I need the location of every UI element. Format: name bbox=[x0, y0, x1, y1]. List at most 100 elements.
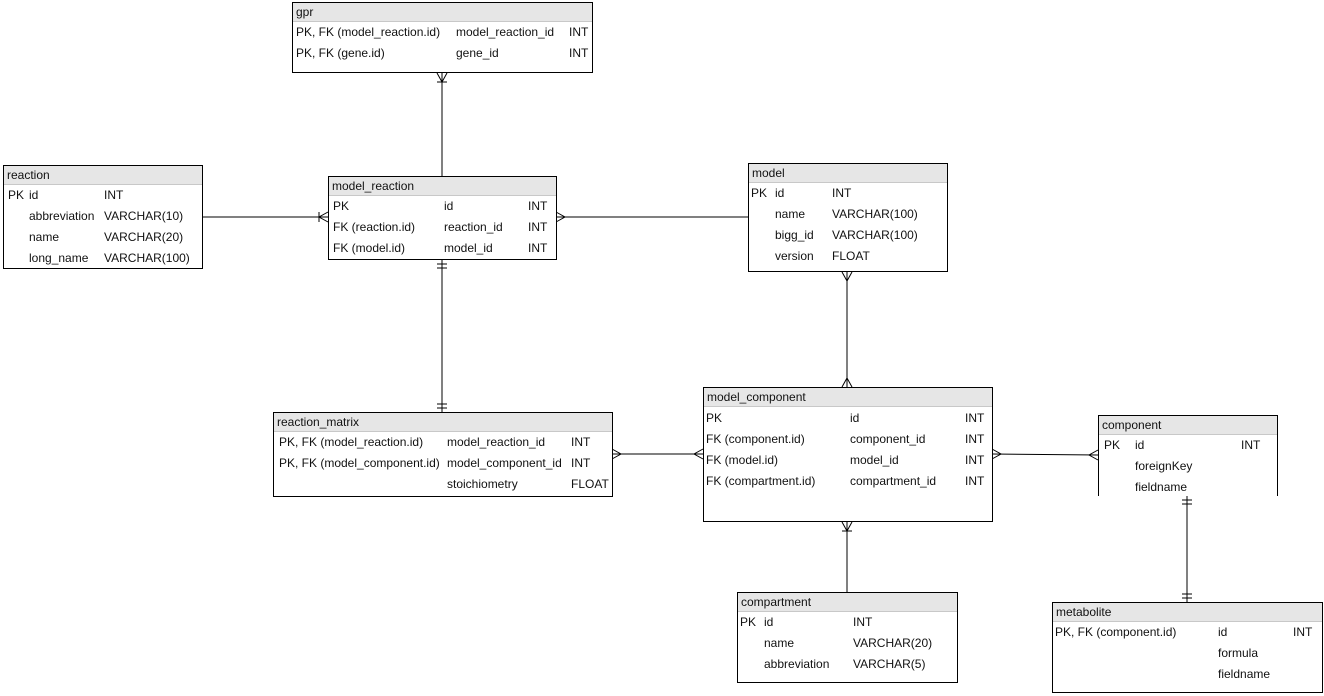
table-reaction[interactable]: reaction PK id INT abbreviation VARCHAR(… bbox=[3, 165, 203, 269]
column-name-cell: id bbox=[775, 186, 785, 200]
key-cell: PK bbox=[706, 411, 723, 425]
type-cell: INT bbox=[528, 241, 548, 255]
table-component[interactable]: component PK id INT foreignKey fieldname bbox=[1098, 415, 1278, 496]
key-cell: FK (compartment.id) bbox=[706, 474, 816, 488]
key-cell: PK bbox=[8, 188, 25, 202]
table-title: gpr bbox=[293, 3, 592, 22]
column-name-cell: model_id bbox=[444, 241, 493, 255]
table-row[interactable]: formula bbox=[1053, 643, 1322, 664]
type-cell: INT bbox=[1293, 625, 1313, 639]
column-name-cell: reaction_id bbox=[444, 220, 503, 234]
key-cell: FK (component.id) bbox=[706, 432, 805, 446]
table-model-component[interactable]: model_component PK id INT FK (component.… bbox=[703, 387, 993, 522]
column-name-cell: name bbox=[764, 636, 795, 650]
table-compartment[interactable]: compartment PK id INT name VARCHAR(20) a… bbox=[737, 592, 958, 683]
key-cell: FK (model.id) bbox=[333, 241, 406, 255]
type-cell: FLOAT bbox=[832, 249, 870, 263]
table-model-reaction[interactable]: model_reaction PK id INT FK (reaction.id… bbox=[328, 176, 557, 260]
table-row[interactable]: PK id INT bbox=[738, 612, 957, 633]
table-title: compartment bbox=[738, 593, 957, 612]
column-name-cell: model_reaction_id bbox=[456, 25, 555, 39]
table-row[interactable]: bigg_id VARCHAR(100) bbox=[749, 225, 947, 246]
column-name-cell: model_component_id bbox=[447, 456, 562, 470]
table-row[interactable]: abbreviation VARCHAR(5) bbox=[738, 654, 957, 675]
table-row[interactable]: name VARCHAR(20) bbox=[4, 227, 202, 248]
column-name-cell: model_id bbox=[850, 453, 899, 467]
type-cell: VARCHAR(20) bbox=[104, 230, 184, 244]
table-row[interactable]: PK, FK (model_component.id) model_compon… bbox=[274, 453, 612, 474]
type-cell: VARCHAR(10) bbox=[104, 209, 184, 223]
column-name-cell: formula bbox=[1218, 646, 1259, 660]
table-metabolite[interactable]: metabolite PK, FK (component.id) id INT … bbox=[1052, 602, 1323, 693]
table-row[interactable]: FK (compartment.id) compartment_id INT bbox=[704, 471, 992, 492]
type-cell: VARCHAR(100) bbox=[104, 251, 190, 265]
table-row[interactable]: PK id INT bbox=[1099, 435, 1277, 456]
type-cell: INT bbox=[569, 46, 589, 60]
relationship-reaction-matrix-model-component[interactable] bbox=[611, 448, 704, 460]
table-gpr[interactable]: gpr PK, FK (model_reaction.id) model_rea… bbox=[292, 2, 593, 73]
column-name-cell: fieldname bbox=[1218, 667, 1271, 681]
type-cell: INT bbox=[1241, 438, 1261, 452]
relationship-model-component-component[interactable] bbox=[991, 448, 1099, 461]
column-name-cell: long_name bbox=[29, 251, 89, 265]
column-name-cell: bigg_id bbox=[775, 228, 814, 242]
column-name-cell: id bbox=[29, 188, 39, 202]
type-cell: INT bbox=[965, 474, 985, 488]
type-cell: VARCHAR(100) bbox=[832, 207, 918, 221]
table-row[interactable]: name VARCHAR(100) bbox=[749, 204, 947, 225]
column-name-cell: component_id bbox=[850, 432, 926, 446]
type-cell: VARCHAR(20) bbox=[853, 636, 933, 650]
type-cell: INT bbox=[569, 25, 589, 39]
table-row[interactable]: PK, FK (model_reaction.id) model_reactio… bbox=[293, 22, 592, 43]
type-cell: INT bbox=[965, 453, 985, 467]
table-row[interactable]: FK (component.id) component_id INT bbox=[704, 429, 992, 450]
relationship-model-reaction-model[interactable] bbox=[555, 211, 748, 223]
table-row[interactable]: fieldname bbox=[1099, 477, 1277, 496]
relationship-model-model-component[interactable] bbox=[841, 271, 853, 388]
table-row[interactable]: PK id INT bbox=[329, 196, 556, 217]
column-name-cell: gene_id bbox=[456, 46, 499, 60]
table-row[interactable]: version FLOAT bbox=[749, 246, 947, 267]
table-row[interactable]: PK, FK (gene.id) gene_id INT bbox=[293, 43, 592, 64]
table-row[interactable]: PK id INT bbox=[4, 185, 202, 206]
relationship-model-component-compartment[interactable] bbox=[841, 521, 853, 592]
type-cell: INT bbox=[571, 456, 591, 470]
table-row[interactable]: PK, FK (model_reaction.id) model_reactio… bbox=[274, 432, 612, 453]
key-cell: PK bbox=[333, 199, 350, 213]
type-cell: INT bbox=[965, 432, 985, 446]
key-cell: PK bbox=[1104, 438, 1121, 452]
column-name-cell: name bbox=[775, 207, 806, 221]
key-cell: PK, FK (component.id) bbox=[1055, 625, 1177, 639]
table-reaction-matrix[interactable]: reaction_matrix PK, FK (model_reaction.i… bbox=[273, 412, 613, 497]
relationship-reaction-model-reaction[interactable] bbox=[203, 211, 329, 223]
table-row[interactable]: stoichiometry FLOAT bbox=[274, 474, 612, 495]
table-row[interactable]: long_name VARCHAR(100) bbox=[4, 248, 202, 268]
column-name-cell: version bbox=[775, 249, 814, 263]
table-row[interactable]: foreignKey bbox=[1099, 456, 1277, 477]
key-cell: PK, FK (model_component.id) bbox=[279, 456, 440, 470]
column-name-cell: model_reaction_id bbox=[447, 435, 546, 449]
table-row[interactable]: fieldname bbox=[1053, 664, 1322, 685]
type-cell: INT bbox=[528, 199, 548, 213]
table-row[interactable]: FK (reaction.id) reaction_id INT bbox=[329, 217, 556, 238]
type-cell: INT bbox=[571, 435, 591, 449]
type-cell: FLOAT bbox=[571, 477, 609, 491]
table-row[interactable]: FK (model.id) model_id INT bbox=[329, 238, 556, 259]
table-row[interactable]: abbreviation VARCHAR(10) bbox=[4, 206, 202, 227]
column-name-cell: id bbox=[1135, 438, 1145, 452]
table-row[interactable]: PK id INT bbox=[704, 408, 992, 429]
key-cell: FK (model.id) bbox=[706, 453, 779, 467]
table-row[interactable]: PK id INT bbox=[749, 183, 947, 204]
relationship-gpr-model-reaction[interactable] bbox=[436, 72, 448, 176]
table-row[interactable]: FK (model.id) model_id INT bbox=[704, 450, 992, 471]
table-model[interactable]: model PK id INT name VARCHAR(100) bigg_i… bbox=[748, 163, 948, 272]
table-row[interactable]: name VARCHAR(20) bbox=[738, 633, 957, 654]
table-title: model_component bbox=[704, 388, 992, 407]
column-name-cell: id bbox=[444, 199, 454, 213]
table-row[interactable]: PK, FK (component.id) id INT bbox=[1053, 622, 1322, 643]
column-name-cell: id bbox=[850, 411, 860, 425]
type-cell: INT bbox=[528, 220, 548, 234]
relationship-model-reaction-reaction-matrix[interactable] bbox=[437, 260, 447, 412]
relationship-component-metabolite[interactable] bbox=[1182, 496, 1192, 602]
